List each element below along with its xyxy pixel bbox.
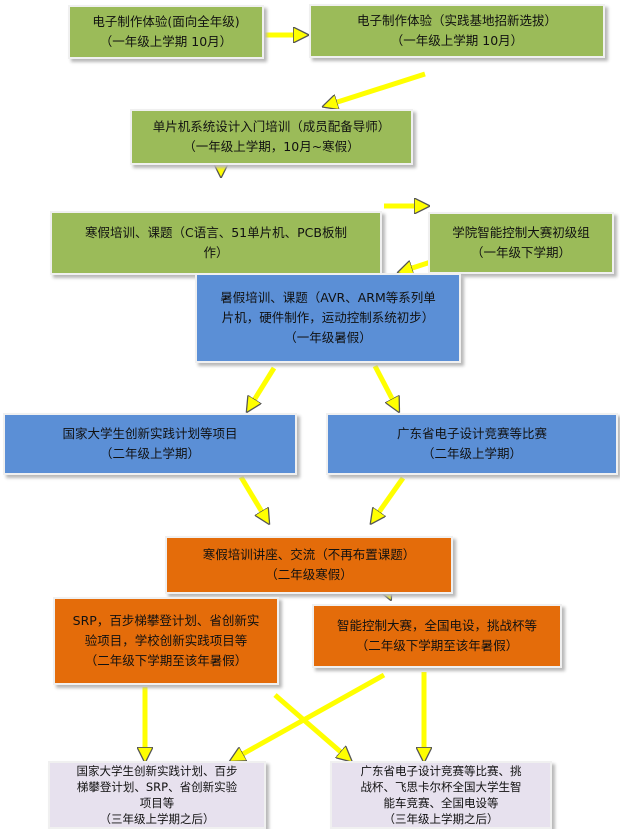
stage-mcu-intro-training: 单片机系统设计入门培训（成员配备导师） （一年级上学期，10月~寒假） [130,109,413,165]
box-period: （一年级上学期，10月~寒假） [183,139,360,154]
box-text: 电子制作体验(面向全年级) [92,14,240,29]
arrow-b10-b13 [273,693,350,760]
box-text: 单片机系统设计入门培训（成员配备导师） [152,119,391,134]
box-text-cont: 验项目，学校创新实践项目等 [84,633,248,648]
box-period: （二年级上学期） [421,446,522,461]
box-period: （二年级上学期） [99,446,200,461]
box-text: 国家大学生创新实践计划、百步 [76,764,238,778]
arrow-b2-b3 [325,71,426,106]
arrow-b8-b9 [372,476,406,522]
box-text: 学院智能控制大赛初级组 [452,225,590,240]
stage-electronics-experience-all: 电子制作体验(面向全年级) （一年级上学期 10月） [68,5,264,59]
arrow-b7-b9 [238,475,268,522]
stage-summer-training: 暑假培训、课题（AVR、ARM等系列单 片机，硬件制作，运动控制系统初步） （一… [195,273,461,363]
stage-winter-training: 寒假培训、课题（C语言、51单片机、PCB板制 作） [50,211,382,275]
stage-guangdong-design-contest: 广东省电子设计竞赛等比赛 （二年级上学期） [326,413,618,475]
box-period: （一年级上学期 10月） [390,33,524,48]
stage-college-contest-junior: 学院智能控制大赛初级组 （一年级下学期） [428,212,614,274]
arrow-b6-b7 [248,366,277,410]
box-period: （三年级上学期之后） [383,812,499,826]
box-text-cont2: 项目等 [139,796,175,810]
box-text-cont: 片机，硬件制作，运动控制系统初步） [221,310,435,325]
box-text-cont2: 能车竞赛、全国电设等 [383,796,499,810]
box-text: 电子制作体验（实践基地招新选拔） [356,13,557,28]
box-period: （二年级下学期至该年暑假） [84,653,248,668]
box-text: 寒假培训讲座、交流（不再布置课题） [202,547,416,562]
stage-smart-control-contests: 智能控制大赛，全国电设，挑战杯等 （二年级下学期至该年暑假） [312,604,562,668]
stage-srp-projects: SRP，百步梯攀登计划、省创新实 验项目，学校创新实践项目等 （二年级下学期至该… [53,597,279,685]
box-period: （二年级下学期至该年暑假） [355,638,519,653]
box-text: 广东省电子设计竞赛等比赛 [396,426,547,441]
box-period: （三年级上学期之后） [99,812,215,826]
box-text-cont: 梯攀登计划、SRP、省创新实验 [76,780,238,794]
box-text: 智能控制大赛，全国电设，挑战杯等 [336,618,537,633]
stage-senior-projects: 国家大学生创新实践计划、百步 梯攀登计划、SRP、省创新实验 项目等 （三年级上… [48,761,266,829]
box-text-cont: 作） [203,245,229,260]
box-text-cont: 战杯、飞思卡尔杯全国大学生智 [360,780,522,794]
arrow-b11-b12 [232,672,386,760]
box-text: 广东省电子设计竞赛等比赛、挑 [360,764,522,778]
box-text: 寒假培训、课题（C语言、51单片机、PCB板制 [85,225,347,240]
box-period: （二年级寒假） [265,567,353,582]
box-period: （一年级下学期） [470,245,571,260]
stage-winter-lectures: 寒假培训讲座、交流（不再布置课题） （二年级寒假） [165,536,453,594]
box-text: 国家大学生创新实践计划等项目 [62,426,238,441]
stage-senior-contests: 广东省电子设计竞赛等比赛、挑 战杯、飞思卡尔杯全国大学生智 能车竞赛、全国电设等… [330,761,552,829]
stage-electronics-experience-selection: 电子制作体验（实践基地招新选拔） （一年级上学期 10月） [309,4,605,58]
box-period: （一年级上学期 10月） [99,34,233,49]
arrow-b6-b8 [372,364,401,410]
box-text: SRP，百步梯攀登计划、省创新实 [72,613,260,628]
box-period: （一年级暑假） [284,330,372,345]
stage-national-innovation-project: 国家大学生创新实践计划等项目 （二年级上学期） [3,413,297,475]
box-text: 暑假培训、课题（AVR、ARM等系列单 [220,290,436,305]
